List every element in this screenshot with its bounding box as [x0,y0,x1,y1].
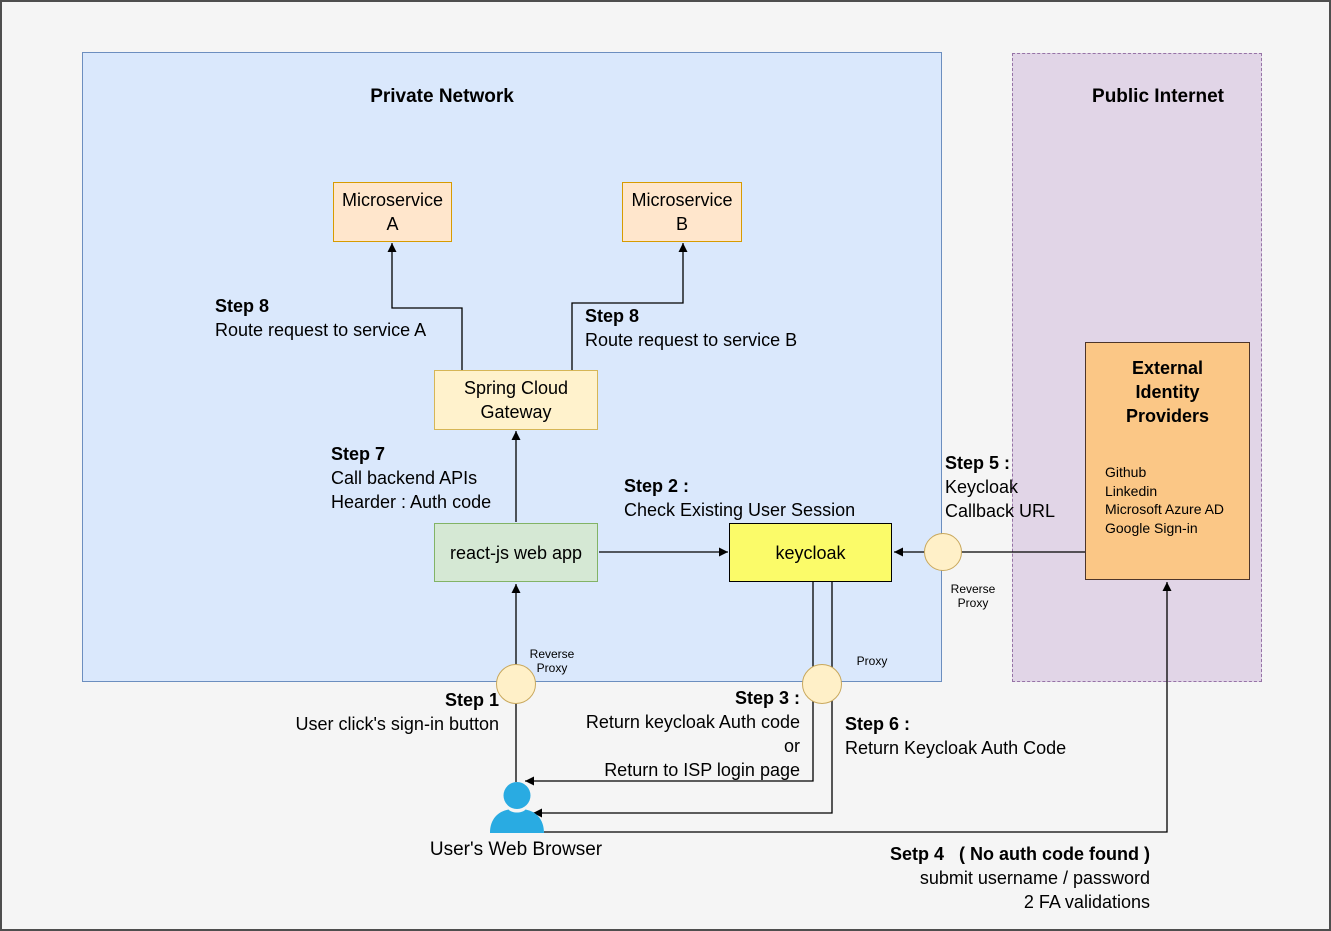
gateway-label: Spring Cloud [463,378,569,398]
step8-left-annotation: Step 8 Route request to service A [215,296,427,340]
step5-annotation: Step 5 : Keycloak Callback URL [945,453,1056,521]
keycloak-label: keycloak [775,542,846,563]
user-icon [490,782,544,839]
microservice-b-label: Microservice [631,190,733,210]
proxy-bottom-label: Proxy [856,654,888,668]
reverse-proxy-right-circle [924,533,962,571]
eidp-title: External [1131,358,1204,378]
step4-annotation: Setp 4 ( No auth code found ) submit use… [890,844,1150,912]
eidp-provider-azure: Microsoft Azure AD [1105,501,1225,517]
edge-keycloak-to-user-step6 [533,582,833,818]
proxy-bottom-circle [802,664,842,704]
step1-annotation: Step 1 User click's sign-in button [295,690,499,734]
reverse-proxy-right-label: Reverse Proxy [950,582,996,610]
eidp-provider-github: Github [1105,464,1147,480]
user-browser-label: User's Web Browser [429,839,603,860]
spring-cloud-gateway-node: Spring Cloud Gateway [434,370,598,430]
microservice-a-node: Microservice A [333,182,452,242]
reverse-proxy-left-label: Reverse Proxy [529,647,575,675]
keycloak-node: keycloak [729,523,892,582]
step6-annotation: Step 6 : Return Keycloak Auth Code [845,714,1067,758]
react-app-label: react-js web app [449,542,583,563]
step3-annotation: Step 3 : Return keycloak Auth code or Re… [585,688,800,780]
edge-user-to-eidp [544,582,1172,833]
edge-gateway-to-microservice-b [571,243,688,370]
step2-annotation: Step 2 : Check Existing User Session [624,476,856,520]
eidp-provider-list: Github Linkedin Microsoft Azure AD Googl… [1105,463,1224,537]
microservice-b-node: Microservice B [622,182,742,242]
step8-right-annotation: Step 8 Route request to service B [585,306,798,350]
public-internet-title: Public Internet [1092,86,1224,107]
step7-annotation: Step 7 Call backend APIs Hearder : Auth … [331,444,492,512]
external-identity-providers-node: External Identity Providers Github Linke… [1085,342,1250,580]
react-app-node: react-js web app [434,523,598,582]
eidp-provider-google: Google Sign-in [1105,519,1198,536]
private-network-title: Private Network [370,86,514,107]
edge-keycloak-to-user-step3 [525,582,814,786]
reverse-proxy-left-circle [496,664,536,704]
eidp-provider-linkedin: Linkedin [1105,482,1158,499]
microservice-a-label: Microservice [341,190,443,210]
edge-gateway-to-microservice-a [387,243,463,370]
